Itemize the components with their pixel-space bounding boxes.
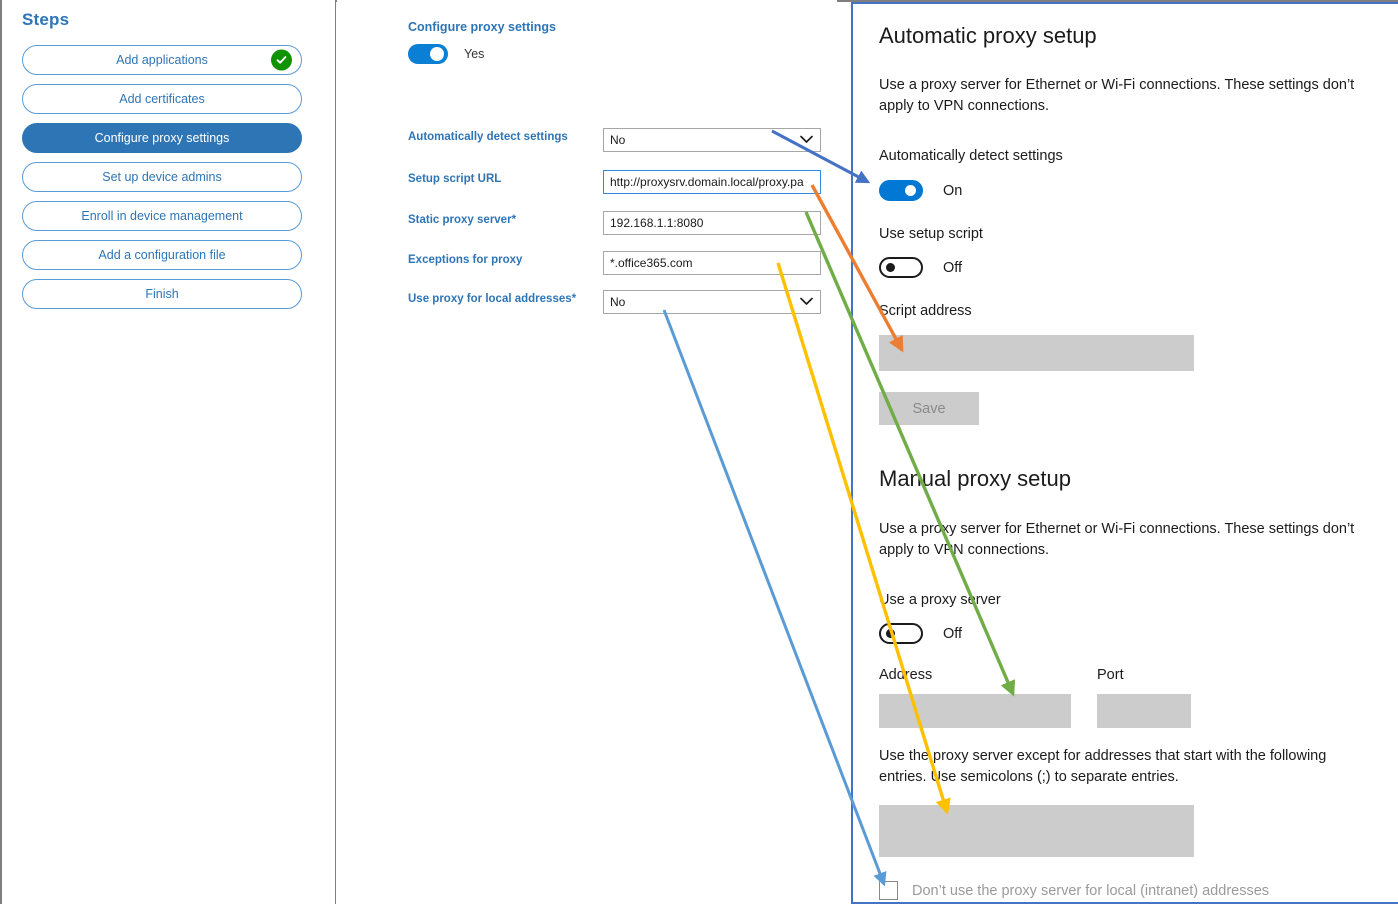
chevron-down-icon <box>800 295 813 309</box>
step-item-label: Finish <box>145 287 179 301</box>
field-label: Use proxy for local addresses* <box>408 293 576 305</box>
use-setup-script-toggle-row: Off <box>879 257 962 278</box>
required-marker: * <box>571 293 577 305</box>
steps-panel-title: Steps <box>22 10 70 29</box>
check-circle-icon <box>271 49 292 71</box>
use-a-proxy-server-toggle-row: Off <box>879 623 962 644</box>
field-label-text: Use proxy for local addresses <box>408 293 572 305</box>
field-label-text: Setup script URL <box>408 173 502 185</box>
step-item-set-up-device-admins[interactable]: Set up device admins <box>22 162 302 192</box>
use-setup-script-toggle[interactable] <box>879 257 923 278</box>
save-button-label: Save <box>912 400 946 417</box>
input-value: http://proxysrv.domain.local/proxy.pa <box>610 175 804 189</box>
script-address-label: Script address <box>879 303 972 319</box>
toggle-knob <box>886 263 895 272</box>
configure-proxy-settings-toggle[interactable] <box>408 44 448 64</box>
static-proxy-server-input[interactable]: 192.168.1.1:8080 <box>603 211 821 235</box>
port-label: Port <box>1097 667 1124 683</box>
bypass-local-addresses-checkbox[interactable] <box>879 881 898 900</box>
toggle-knob <box>905 185 916 196</box>
configure-proxy-settings-toggle-value: Yes <box>464 47 485 61</box>
automatically-detect-settings-toggle-row: On <box>879 180 962 201</box>
step-item-label: Add certificates <box>119 92 205 106</box>
step-item-add-a-configuration-file[interactable]: Add a configuration file <box>22 240 302 270</box>
automatically-detect-settings-toggle[interactable] <box>879 180 923 201</box>
use-setup-script-label: Use setup script <box>879 226 983 242</box>
form-title: Configure proxy settings <box>408 20 556 34</box>
select-value: No <box>610 133 626 147</box>
step-item-label: Add applications <box>116 53 208 67</box>
step-item-finish[interactable]: Finish <box>22 279 302 309</box>
field-automatically-detect-settings: Automatically detect settings No <box>408 128 828 152</box>
required-marker: * <box>511 214 517 226</box>
exceptions-for-proxy-input[interactable]: *.office365.com <box>603 251 821 275</box>
steps-panel: Steps Add applications Add certificates … <box>0 0 336 904</box>
step-item-add-applications[interactable]: Add applications <box>22 45 302 75</box>
address-label: Address <box>879 667 933 683</box>
script-address-input[interactable] <box>879 335 1194 371</box>
field-label: Exceptions for proxy <box>408 254 522 266</box>
field-label: Static proxy server* <box>408 214 516 226</box>
toggle-knob <box>430 47 444 61</box>
proxy-exceptions-description: Use the proxy server except for addresse… <box>879 748 1327 785</box>
automatic-proxy-setup-description: Use a proxy server for Ethernet or Wi-Fi… <box>879 77 1355 114</box>
use-a-proxy-server-toggle-state: Off <box>943 625 963 642</box>
select-value: No <box>610 295 626 309</box>
step-item-configure-proxy-settings[interactable]: Configure proxy settings <box>22 123 302 153</box>
address-input[interactable] <box>879 694 1071 728</box>
save-button[interactable]: Save <box>879 392 979 425</box>
use-a-proxy-server-toggle[interactable] <box>879 623 923 644</box>
field-exceptions-for-proxy: Exceptions for proxy *.office365.com <box>408 251 828 275</box>
field-setup-script-url: Setup script URL http://proxysrv.domain.… <box>408 170 828 194</box>
bypass-local-addresses-row: Don’t use the proxy server for local (in… <box>879 881 1269 900</box>
use-proxy-for-local-addresses-select[interactable]: No <box>603 290 821 314</box>
setup-script-url-input[interactable]: http://proxysrv.domain.local/proxy.pa <box>603 170 821 194</box>
field-use-proxy-for-local-addresses: Use proxy for local addresses* No <box>408 290 828 314</box>
use-setup-script-toggle-state: Off <box>943 259 963 276</box>
field-label: Setup script URL <box>408 173 501 185</box>
windows-proxy-settings-panel: Automatic proxy setup Use a proxy server… <box>851 2 1398 904</box>
automatically-detect-settings-select[interactable]: No <box>603 128 821 152</box>
field-label-text: Automatically detect settings <box>408 131 568 143</box>
step-item-label: Configure proxy settings <box>94 131 230 145</box>
step-item-label: Enroll in device management <box>81 209 243 223</box>
step-item-label: Set up device admins <box>102 170 222 184</box>
port-input[interactable] <box>1097 694 1191 728</box>
configure-proxy-settings-toggle-row: Yes <box>408 44 484 64</box>
step-item-add-certificates[interactable]: Add certificates <box>22 84 302 114</box>
manual-proxy-setup-description: Use a proxy server for Ethernet or Wi-Fi… <box>879 521 1355 558</box>
automatic-proxy-setup-heading: Automatic proxy setup <box>879 23 1097 48</box>
chevron-down-icon <box>800 133 813 147</box>
manual-proxy-setup-heading: Manual proxy setup <box>879 466 1071 491</box>
use-a-proxy-server-label: Use a proxy server <box>879 592 1001 608</box>
step-item-enroll-in-device-management[interactable]: Enroll in device management <box>22 201 302 231</box>
bypass-local-addresses-label: Don’t use the proxy server for local (in… <box>912 882 1270 899</box>
proxy-exceptions-input[interactable] <box>879 805 1194 857</box>
automatically-detect-settings-toggle-state: On <box>943 182 963 199</box>
field-label-text: Exceptions for proxy <box>408 254 523 266</box>
field-label: Automatically detect settings <box>408 131 568 143</box>
step-item-label: Add a configuration file <box>98 248 226 262</box>
input-value: 192.168.1.1:8080 <box>610 216 704 230</box>
steps-list: Add applications Add certificates Config… <box>22 45 302 318</box>
field-label-text: Static proxy server <box>408 214 512 226</box>
proxy-form-panel: Configure proxy settings Yes Automatical… <box>337 0 837 904</box>
input-value: *.office365.com <box>610 256 693 270</box>
automatically-detect-settings-label: Automatically detect settings <box>879 148 1063 164</box>
field-static-proxy-server: Static proxy server* 192.168.1.1:8080 <box>408 211 828 235</box>
toggle-knob <box>886 629 895 638</box>
